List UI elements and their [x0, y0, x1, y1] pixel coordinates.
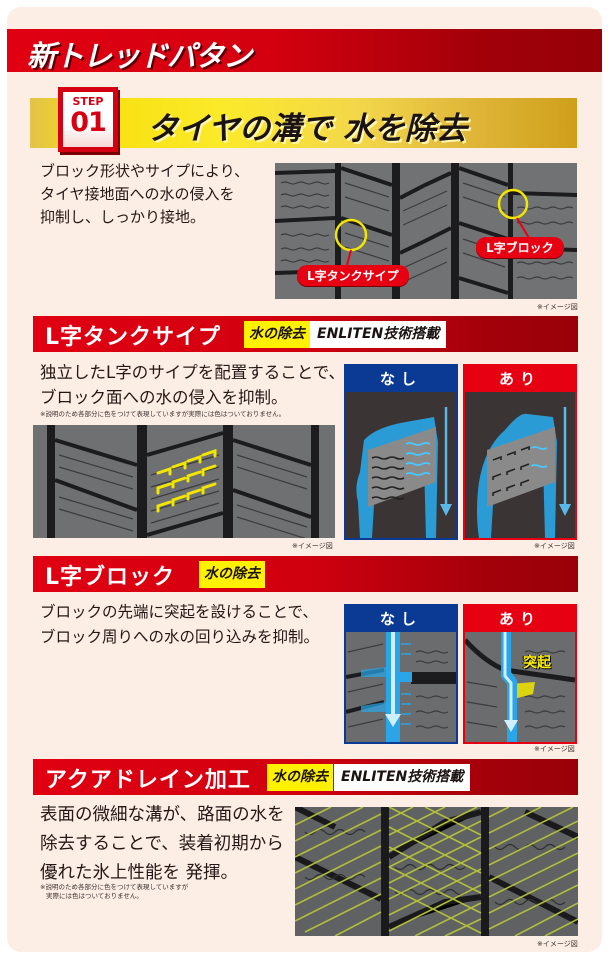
- comparison-image-note: ※イメージ図: [534, 745, 575, 753]
- step-title: タイヤの溝で 水を除去: [147, 111, 467, 147]
- section-description: 独立したL字のサイプを配置することで、 ブロック面への水の侵入を抑制。: [40, 360, 345, 410]
- text-line: タイヤ接地面への水の侵入を: [40, 185, 235, 203]
- main-title: 新トレッドパタン: [27, 39, 252, 73]
- callout-tank-sipe: L字タンクサイプ: [297, 265, 409, 286]
- water-intrusion-with-illustration: [477, 407, 571, 538]
- step-label: STEP: [72, 95, 104, 108]
- step-banner: [30, 98, 577, 148]
- section-bar-tank-sipe: L字タンクサイプ 水の除去 ENLITEN技術搭載: [33, 316, 578, 352]
- l-block-with-illustration: [465, 632, 575, 742]
- section-title: アクアドレイン加工: [45, 768, 251, 793]
- comparison-with-panel: あり: [463, 364, 577, 540]
- color-disclaimer: ※説明のため各部分に色をつけて表現していますが 実際には色はついておりません。: [40, 883, 188, 901]
- color-disclaimer: ※説明のため各部分に色をつけて表現していますが実際には色はついておりません。: [40, 410, 286, 418]
- text-line: ※説明のため各部分に色をつけて表現していますが: [40, 883, 189, 891]
- tag-water-removal: 水の除去: [199, 561, 265, 588]
- text-line: 優れた氷上性能を 発揮。: [40, 863, 239, 883]
- text-line: 表面の微細な溝が、路面の水を: [40, 805, 285, 825]
- aqua-drain-photo: [295, 807, 578, 936]
- panel-label-without: なし: [379, 610, 422, 628]
- l-block-with-panel: あり 突起: [463, 604, 577, 744]
- tag-water-removal: 水の除去: [267, 764, 333, 791]
- l-block-without-panel: なし: [344, 604, 458, 744]
- text-line: ブロック面への水の侵入を抑制。: [40, 388, 288, 407]
- section-title: L字ブロック: [45, 565, 176, 590]
- step-description: ブロック形状やサイプにより、 タイヤ接地面への水の侵入を 抑制し、しっかり接地。: [40, 160, 249, 229]
- text-line: 抑制し、しっかり接地。: [40, 208, 206, 226]
- panel-label-with: あり: [498, 610, 541, 628]
- text-line: ブロック形状やサイプにより、: [40, 162, 250, 180]
- text-line: ブロック周りへの水の回り込みを抑制。: [40, 628, 320, 646]
- image-note: ※イメージ図: [537, 940, 578, 948]
- tank-sipe-illustration: [33, 425, 335, 538]
- tag-enliten: ENLITEN技術搭載: [310, 321, 447, 348]
- tank-sipe-photo: [33, 425, 335, 538]
- callout-l-block: L字ブロック: [476, 237, 564, 258]
- main-title-bar: 新トレッドパタン: [7, 29, 602, 73]
- text-line: 独立したL字のサイプを配置することで、: [40, 363, 346, 382]
- section-description: ブロックの先端に突起を設けることで、 ブロック周りへの水の回り込みを抑制。: [40, 600, 319, 650]
- section-description: 表面の微細な溝が、路面の水を 除去することで、装着初期から 優れた氷上性能を 発…: [40, 801, 285, 888]
- text-line: 除去することで、装着初期から: [40, 834, 284, 854]
- tag-enliten: ENLITEN技術搭載: [334, 764, 471, 791]
- comparison-without-panel: なし: [344, 364, 458, 540]
- aqua-drain-illustration: [295, 807, 578, 936]
- image-note: ※イメージ図: [537, 303, 578, 311]
- bump-label: 突起: [523, 655, 551, 671]
- step-badge: STEP 01: [58, 87, 118, 152]
- panel-label-without: なし: [379, 370, 422, 388]
- tag-water-removal: 水の除去: [244, 321, 310, 348]
- l-block-without-illustration: [346, 632, 456, 742]
- text-line: ブロックの先端に突起を設けることで、: [40, 603, 318, 621]
- section-bar-aqua-drain: アクアドレイン加工 水の除去 ENLITEN技術搭載: [33, 759, 578, 795]
- section-bar-l-block: L字ブロック 水の除去: [33, 556, 578, 592]
- section-title: L字タンクサイプ: [45, 325, 222, 350]
- tread-pattern-card: 新トレッドパタン STEP 01 タイヤの溝で 水を除去 ブロック形状やサイプに…: [7, 7, 602, 952]
- panel-label-with: あり: [498, 370, 541, 388]
- image-note: ※イメージ図: [292, 542, 333, 550]
- water-intrusion-without-illustration: [356, 407, 452, 538]
- step-number: 01: [70, 107, 107, 138]
- comparison-image-note: ※イメージ図: [534, 542, 575, 550]
- tread-photo: L字タンクサイプ L字ブロック: [275, 163, 577, 299]
- text-line: 実際には色はついておりません。: [46, 892, 143, 900]
